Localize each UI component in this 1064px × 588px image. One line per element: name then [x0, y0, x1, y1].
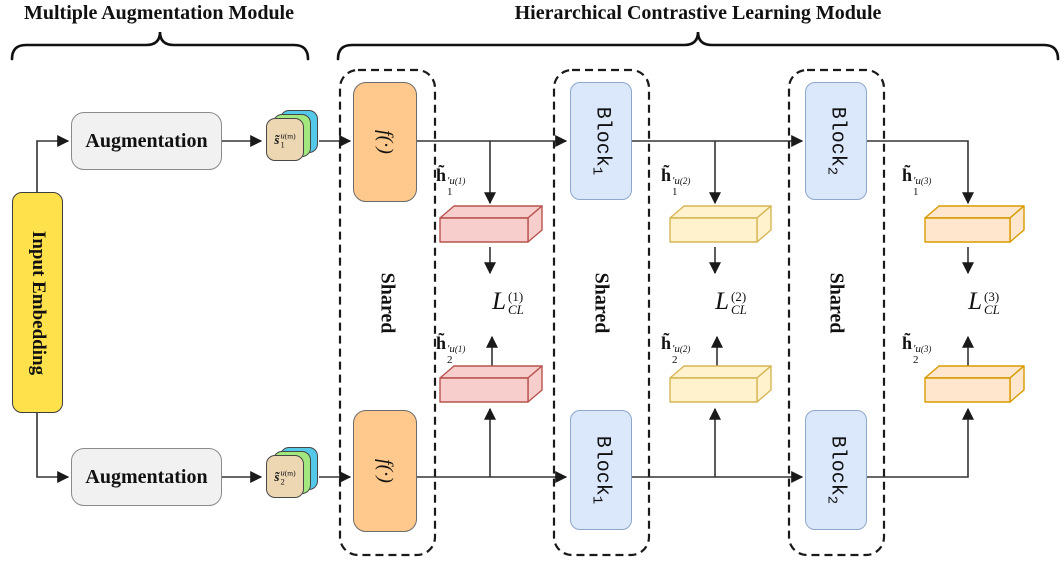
encoder-box-top — [353, 82, 417, 202]
seq-card-front-top — [266, 118, 304, 161]
input-embedding-box — [12, 192, 63, 413]
module-title-right: Hierarchical Contrastive Learning Module — [514, 2, 882, 24]
block2-box-bottom — [805, 410, 867, 530]
shared-block2-dashed-box — [787, 68, 886, 557]
shared-label-block1: Shared — [590, 272, 613, 334]
h2-embedding-bar-level2 — [669, 365, 772, 403]
block2-label-bottom: Block2 — [823, 435, 849, 505]
arrow-block2-to-h2-level3 — [867, 407, 974, 478]
augmentation-box-bottom: Augmentation — [71, 448, 222, 506]
h2-label-level1: h̃′u(1)2 — [436, 333, 466, 366]
block1-label-bottom: Block1 — [588, 435, 614, 505]
module-title-left: Multiple Augmentation Module — [23, 2, 294, 24]
shared-label-block2: Shared — [825, 272, 848, 334]
block1-box-bottom — [570, 410, 632, 530]
h1-label-level1: h̃′u(1)1 — [436, 165, 466, 198]
augmentation-label-top: Augmentation — [85, 129, 208, 152]
augmentation-label-bottom: Augmentation — [85, 465, 208, 488]
loss-label-level1: L(1)CL — [492, 288, 524, 317]
loss-label-level2: L(2)CL — [715, 288, 747, 317]
h2-embedding-bar-level3 — [924, 365, 1025, 403]
h2-embedding-bar-level1 — [439, 365, 543, 403]
h1-embedding-bar-level3 — [924, 205, 1025, 243]
arrow-input-to-aug-top — [36, 135, 70, 192]
seq-label-bottom: s̃u(m)2 — [274, 467, 296, 487]
augmentation-box-top: Augmentation — [71, 112, 222, 170]
input-embedding-label: Input Embedding — [28, 230, 49, 376]
encoder-label-bottom: f(·) — [374, 459, 397, 483]
h2-label-level3: h̃′u(3)2 — [902, 333, 932, 366]
h1-label-level3: h̃′u(3)1 — [902, 165, 932, 198]
h1-embedding-bar-level2 — [669, 205, 772, 243]
shared-encoder-dashed-box — [338, 68, 437, 557]
encoder-box-bottom — [353, 410, 417, 532]
loss-label-level3: L(3)CL — [968, 288, 1000, 317]
seq-card-front-bottom — [266, 455, 304, 498]
block1-box-top — [570, 82, 632, 200]
h1-embedding-bar-level1 — [439, 205, 543, 243]
seq-label-top: s̃u(m)1 — [274, 130, 296, 150]
encoder-label-top: f(·) — [374, 130, 397, 154]
h2-label-level2: h̃′u(2)2 — [661, 333, 691, 366]
block2-box-top — [805, 82, 867, 200]
shared-label-encoder: Shared — [376, 272, 399, 334]
block1-label-top: Block1 — [588, 106, 614, 176]
brace-right — [336, 31, 1060, 61]
block2-label-top: Block2 — [823, 106, 849, 176]
shared-block1-dashed-box — [552, 68, 651, 557]
h1-label-level2: h̃′u(2)1 — [661, 165, 691, 198]
arrow-block2-to-h1-level3 — [867, 140, 974, 205]
arrow-input-to-aug-bottom — [36, 413, 70, 483]
brace-left — [10, 31, 310, 61]
